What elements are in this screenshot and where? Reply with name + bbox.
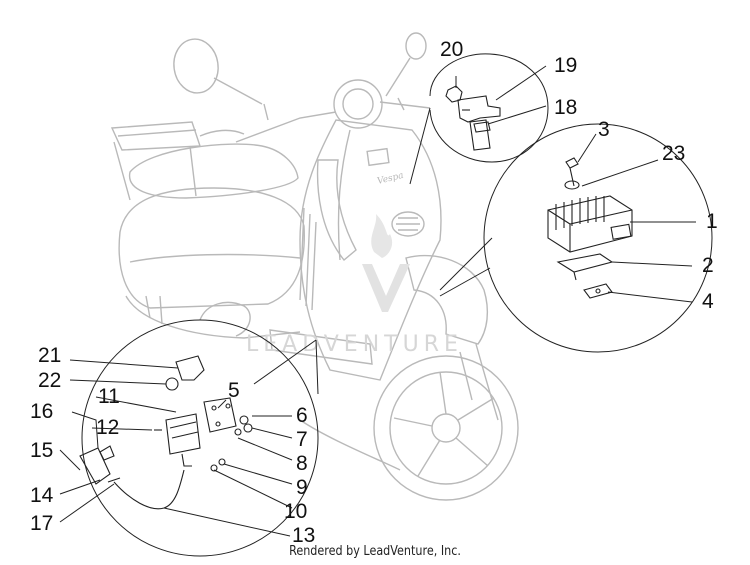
callout-6: 6 <box>296 404 308 427</box>
pointer-top <box>409 107 431 185</box>
callout-8: 8 <box>296 452 308 475</box>
callout-18: 18 <box>554 96 577 119</box>
leader-lines <box>59 65 696 537</box>
part-4-plate <box>583 283 613 299</box>
callout-21: 21 <box>38 344 61 367</box>
part-6-washer <box>239 415 249 425</box>
detail-circle-top <box>429 53 549 163</box>
callout-22: 22 <box>38 369 61 392</box>
pointer-right-2 <box>439 237 493 291</box>
part-2-bracket <box>556 253 614 281</box>
part-19-bracket <box>457 95 501 123</box>
scooter-badge: Vespa <box>376 171 404 187</box>
part-1-voltage-regulator <box>547 195 633 253</box>
part-17-terminal <box>107 477 121 483</box>
callout-13: 13 <box>292 524 315 547</box>
scooter-drawing <box>110 32 519 501</box>
callout-3: 3 <box>598 118 610 141</box>
part-5-bracket <box>203 397 237 433</box>
part-18-component <box>469 119 491 151</box>
part-21-clip <box>175 355 205 381</box>
callout-10: 10 <box>284 500 307 523</box>
callout-16: 16 <box>30 400 53 423</box>
callout-12: 12 <box>96 416 119 439</box>
detail-circle-right <box>483 123 713 353</box>
callout-5: 5 <box>228 379 240 402</box>
callout-19: 19 <box>554 54 577 77</box>
part-3-screw <box>565 157 579 187</box>
part-sketches <box>79 85 633 510</box>
detail-circles <box>81 53 713 557</box>
part-7-washer <box>243 423 253 433</box>
callout-4: 4 <box>702 290 714 313</box>
part-11-ignition-unit <box>165 413 201 455</box>
part-16-boot <box>99 445 115 461</box>
part-15-plug-cap <box>79 447 111 485</box>
callout-20: 20 <box>440 38 463 61</box>
watermark-text: LEADVENTURE <box>246 332 463 357</box>
part-23-washer <box>564 180 580 190</box>
part-10-washer <box>210 464 218 472</box>
part-13-ht-lead <box>113 469 185 510</box>
part-22-nut <box>165 377 179 391</box>
callout-1: 1 <box>706 210 718 233</box>
pointer-left-2 <box>315 339 319 395</box>
part-9-nut <box>218 458 226 466</box>
callout-15: 15 <box>30 439 53 462</box>
part-8-washer <box>234 428 242 436</box>
callout-9: 9 <box>296 476 308 499</box>
pointer-left-1 <box>253 339 317 385</box>
detail-circle-left <box>81 319 319 557</box>
callout-7: 7 <box>296 428 308 451</box>
pointer-right-1 <box>439 267 491 297</box>
callout-14: 14 <box>30 484 54 507</box>
callout-labels: 1 2 3 4 5 6 7 8 9 10 11 12 13 14 15 16 1… <box>30 38 718 547</box>
callout-2: 2 <box>702 254 714 277</box>
callout-17: 17 <box>30 512 53 535</box>
footer-credit: Rendered by LeadVenture, Inc. <box>289 544 461 559</box>
callout-23: 23 <box>662 142 685 165</box>
watermark: LEADVENTURE <box>246 214 463 357</box>
callout-11: 11 <box>98 385 120 408</box>
